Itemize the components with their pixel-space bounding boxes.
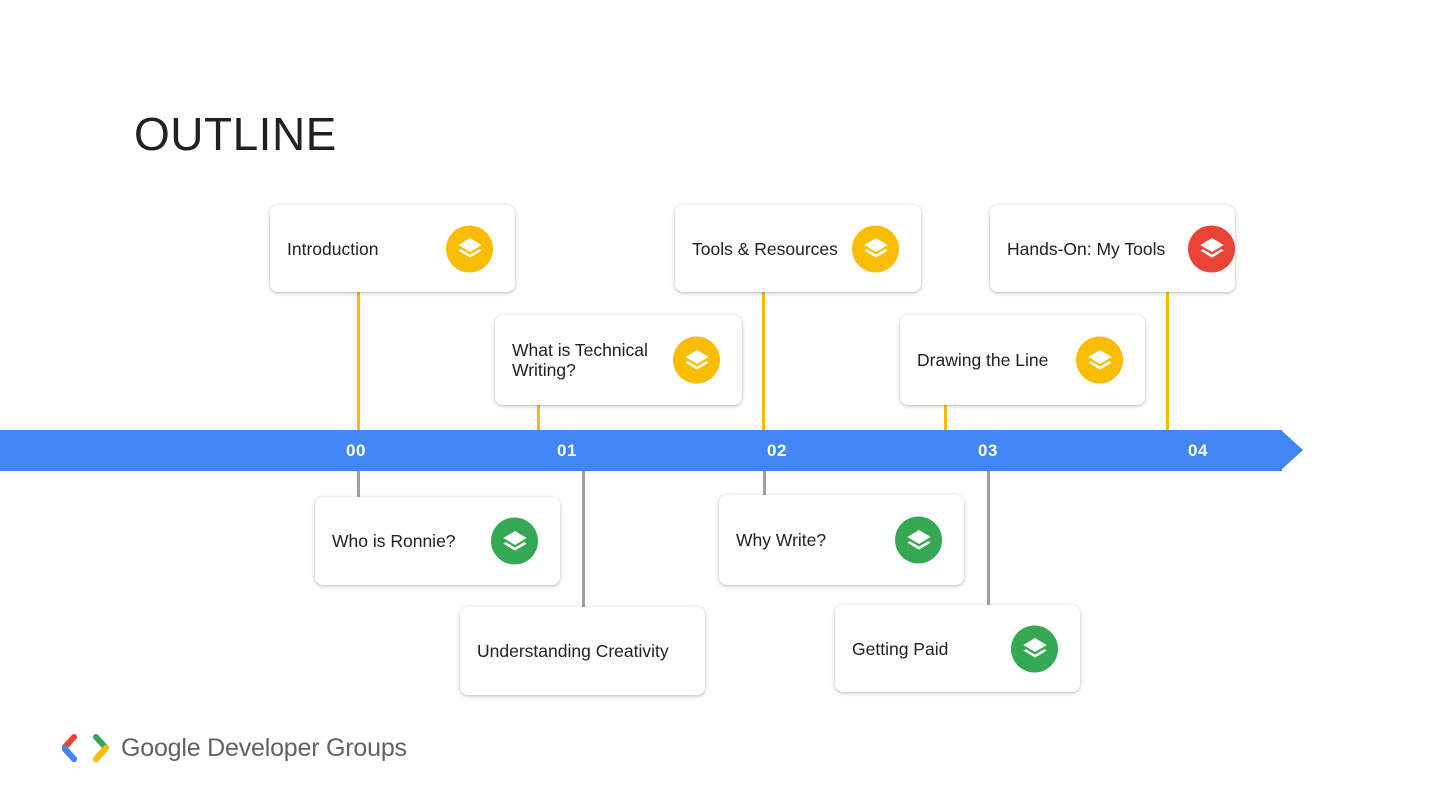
timeline-marker-03: 03 (978, 441, 998, 460)
connector-who-is-ronnie (357, 471, 360, 497)
timeline-bar (0, 430, 1282, 471)
layers-icon (673, 336, 720, 384)
slide-title: OUTLINE (134, 108, 337, 160)
card-label: Getting Paid (852, 638, 949, 659)
card-label: Drawing the Line (917, 350, 1049, 370)
card-label: Hands-On: My Tools (1007, 238, 1166, 259)
card-hands-on-my-tools[interactable]: Hands-On: My Tools (990, 205, 1235, 292)
card-label: What is Technical Writing? (512, 340, 648, 380)
layers-icon (852, 225, 899, 272)
timeline-marker-04: 04 (1188, 441, 1208, 460)
layers-icon (1188, 225, 1235, 272)
card-understanding-creativity[interactable]: Understanding Creativity (460, 607, 705, 695)
timeline-marker-02: 02 (767, 441, 787, 460)
card-why-write[interactable]: Why Write? (719, 495, 964, 585)
card-label: Understanding Creativity (477, 641, 669, 661)
connector-hands-on (1166, 292, 1169, 430)
footer-brand-text: Google Developer Groups (121, 733, 407, 762)
layers-icon (491, 517, 538, 565)
card-introduction[interactable]: Introduction (270, 205, 515, 292)
timeline-marker-01: 01 (557, 441, 577, 460)
connector-understanding-creativity (582, 471, 585, 607)
connector-why-write (763, 471, 766, 495)
gdg-logo-icon (62, 734, 109, 762)
layers-icon (446, 225, 493, 272)
card-tools-resources[interactable]: Tools & Resources (675, 205, 921, 292)
card-getting-paid[interactable]: Getting Paid (835, 605, 1080, 692)
card-label: Tools & Resources (692, 238, 838, 259)
layers-icon (895, 516, 942, 564)
card-drawing-the-line[interactable]: Drawing the Line (900, 315, 1145, 405)
connector-what-is-tw (537, 404, 540, 430)
layers-icon (1011, 625, 1058, 672)
timeline-marker-00: 00 (346, 441, 366, 460)
card-label: Who is Ronnie? (332, 531, 456, 551)
connector-introduction (357, 292, 360, 430)
layers-icon (1076, 336, 1123, 384)
timeline-arrowhead (1281, 430, 1303, 470)
connector-tools-resources (762, 292, 765, 430)
footer-brand: Google Developer Groups (62, 731, 407, 765)
card-what-is-technical-writing[interactable]: What is Technical Writing? (495, 315, 742, 405)
card-label: Introduction (287, 238, 379, 259)
card-who-is-ronnie[interactable]: Who is Ronnie? (315, 497, 560, 585)
connector-drawing-line (944, 404, 947, 430)
card-label: Why Write? (736, 530, 827, 550)
connector-getting-paid (987, 471, 990, 605)
